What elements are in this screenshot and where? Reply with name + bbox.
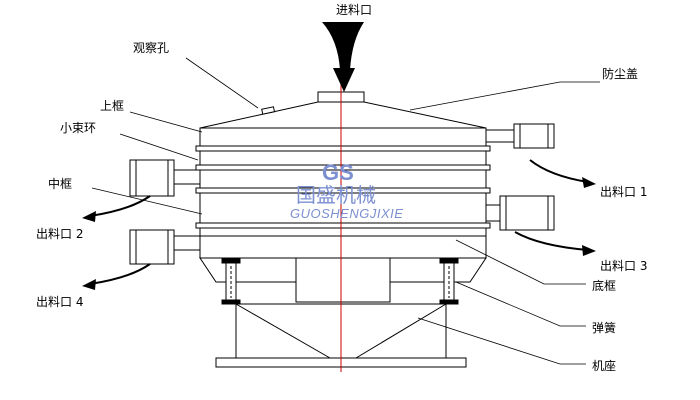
part-labels: 进料口 观察孔 防尘盖 上框 小束环 中框 出料口 1 出料口 2 出料口 3 …	[36, 3, 647, 373]
label-outlet-1: 出料口 1	[600, 185, 647, 199]
watermark-name-pinyin: GUOSHENGJIXIE	[290, 206, 403, 221]
label-observation-hole: 观察孔	[133, 41, 169, 55]
leader-lines	[91, 57, 600, 365]
label-outlet-2: 出料口 2	[36, 227, 83, 241]
inlet-arrow	[322, 22, 364, 92]
label-outlet-4: 出料口 4	[36, 295, 83, 309]
discharge-arrowheads	[82, 177, 596, 290]
label-spring: 弹簧	[592, 320, 616, 335]
watermark-name-cn: 国盛机械	[296, 183, 376, 207]
label-base: 机座	[592, 358, 616, 373]
watermark: GS 国盛机械 GUOSHENGJIXIE	[290, 160, 403, 221]
discharge-arrows	[89, 159, 589, 285]
machine-body	[195, 91, 491, 368]
outlet-spouts	[129, 123, 555, 265]
label-dust-cover: 防尘盖	[602, 66, 638, 81]
label-inlet: 进料口	[336, 3, 372, 17]
label-middle-frame: 中框	[48, 176, 72, 191]
watermark-logo: GS	[322, 160, 354, 185]
label-upper-frame: 上框	[100, 99, 124, 113]
label-bottom-frame: 底框	[592, 278, 616, 293]
label-outlet-3: 出料口 3	[600, 259, 647, 273]
label-small-clamp-ring: 小束环	[60, 121, 96, 135]
